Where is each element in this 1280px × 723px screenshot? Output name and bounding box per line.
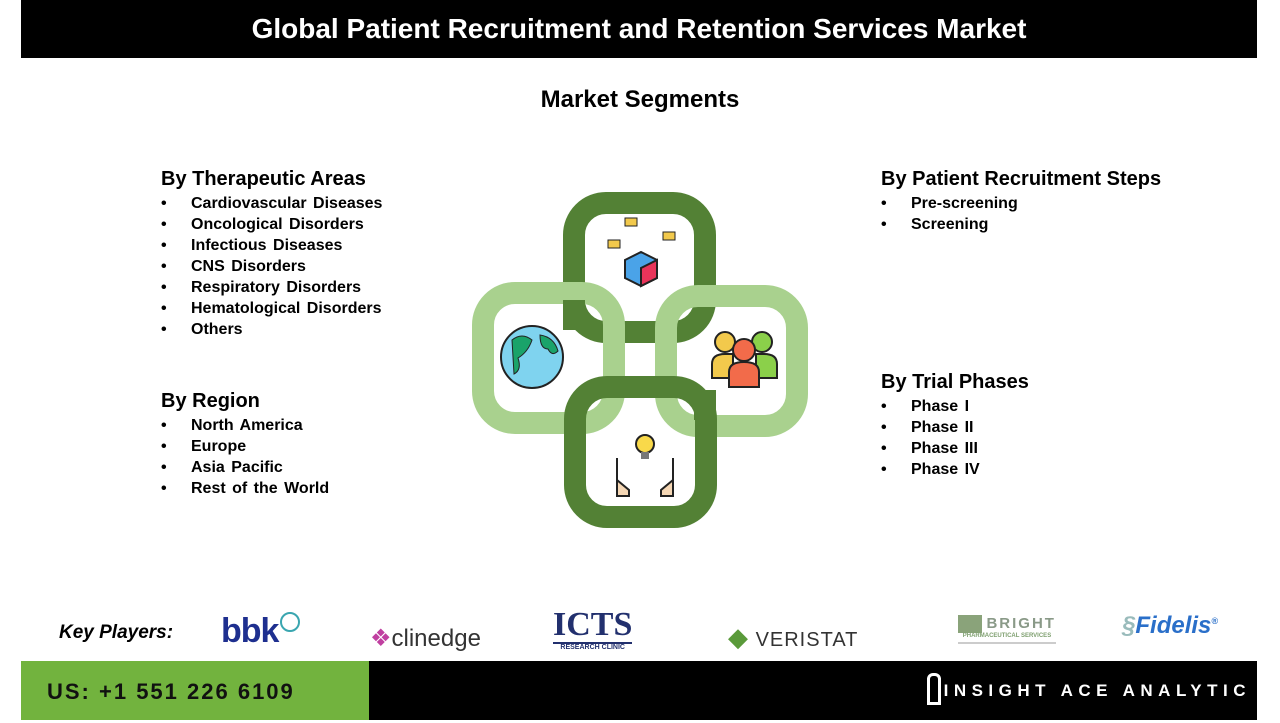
diamond-grid-icon: ◆	[728, 622, 749, 652]
segment-trial-phases: By Trial Phases Phase I Phase II Phase I…	[881, 371, 1029, 480]
section-title: Market Segments	[540, 86, 740, 113]
ring-bottom	[564, 376, 717, 528]
footer-bar: INSIGHT ACE ANALYTIC	[369, 661, 1257, 720]
people-icon	[711, 331, 778, 388]
list-item: Respiratory Disorders	[161, 277, 382, 298]
circle-icon	[280, 612, 301, 632]
globe-icon	[500, 325, 564, 389]
ring-left	[472, 282, 625, 434]
list-item: Screening	[881, 214, 1161, 235]
logo-fidelis: §Fidelis®	[1122, 612, 1219, 639]
list-item: Phase II	[881, 417, 1029, 438]
segment-title: By Therapeutic Areas	[161, 168, 366, 190]
segment-therapeutic-areas: By Therapeutic Areas Cardiovascular Dise…	[161, 168, 382, 340]
list-item: Phase III	[881, 438, 1029, 459]
list-item: CNS Disorders	[161, 256, 382, 277]
list-item: Infectious Diseases	[161, 235, 382, 256]
logo-clinedge: ❖clinedge	[370, 624, 481, 653]
network-cube-icon	[607, 217, 676, 288]
logo-veristat: ◆ VERISTAT	[728, 622, 858, 653]
logo-text: VERISTAT	[755, 629, 859, 651]
list-item: Oncological Disorders	[161, 214, 382, 235]
list-item: North America	[161, 415, 329, 436]
ring-right	[655, 285, 808, 437]
brand-name: INSIGHT ACE ANALYTIC	[943, 681, 1251, 700]
logo-text: BRIGHT	[986, 615, 1056, 633]
logo-subtext: RESEARCH CLINIC	[553, 642, 633, 651]
list-item: Pre-screening	[881, 193, 1161, 214]
logo-subtext: PHARMACEUTICAL SERVICES	[962, 633, 1052, 640]
helix-icon: §	[1122, 612, 1136, 639]
page-title: Global Patient Recruitment and Retention…	[21, 0, 1257, 58]
list-item: Phase IV	[881, 459, 1029, 480]
bright-mark-icon	[958, 615, 982, 633]
list-item: Cardiovascular Diseases	[161, 193, 382, 214]
ring-top	[563, 192, 716, 343]
segment-title: By Patient Recruitment Steps	[881, 168, 1162, 190]
list-item: Asia Pacific	[161, 457, 329, 478]
segment-title: By Trial Phases	[881, 371, 1029, 393]
interlocking-rings-graphic	[472, 192, 808, 528]
logo-text: bbk	[221, 612, 279, 650]
segment-region: By Region North America Europe Asia Paci…	[161, 390, 329, 499]
phone-number: US: +1 551 226 6109	[21, 661, 369, 720]
list-item: Hematological Disorders	[161, 298, 382, 319]
logo-text: clinedge	[391, 625, 481, 652]
segment-recruitment-steps: By Patient Recruitment Steps Pre-screeni…	[881, 168, 1161, 235]
segment-title: By Region	[161, 390, 260, 412]
logo-text: Fidelis	[1135, 612, 1212, 639]
insightace-logo-icon	[927, 673, 941, 705]
clinedge-mark-icon: ❖	[370, 625, 392, 652]
list-item: Rest of the World	[161, 478, 329, 499]
list-item: Others	[161, 319, 382, 340]
logo-bbk: bbk	[221, 612, 301, 651]
hands-lightbulb-icon	[616, 434, 674, 497]
logo-text: ICTS	[553, 606, 633, 643]
list-item: Europe	[161, 436, 329, 457]
list-item: Phase I	[881, 396, 1029, 417]
key-players-label: Key Players:	[59, 622, 174, 643]
